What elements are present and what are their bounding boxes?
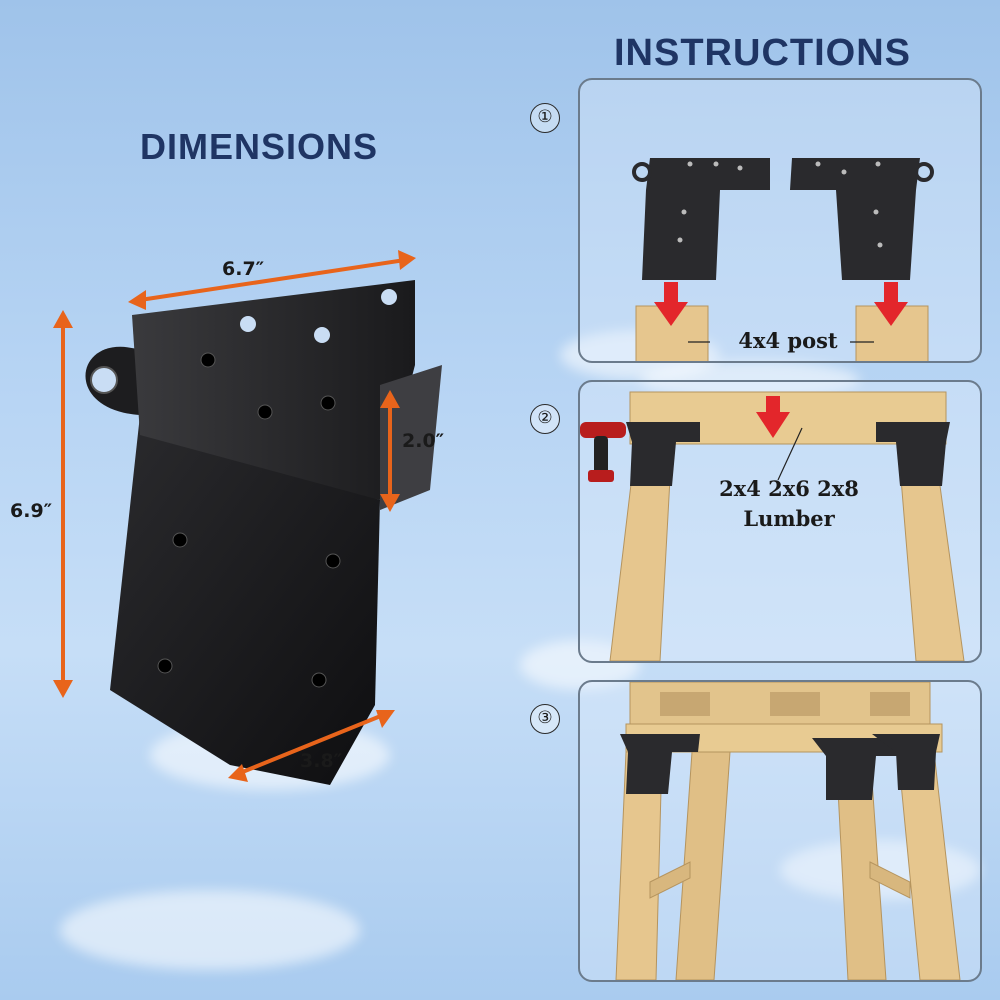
bracket-top-flange <box>132 280 415 500</box>
bracket-illustration <box>53 250 442 785</box>
drill-icon <box>580 422 626 482</box>
height-dimension-arrow <box>53 310 73 698</box>
depth-dimension-arrow <box>228 710 395 782</box>
hanging-loop <box>85 346 140 415</box>
step-2-panel: 2x4 2x6 2x8 Lumber <box>578 380 982 663</box>
bracket-body <box>110 415 380 785</box>
flange-dimension-arrow <box>380 390 400 512</box>
step-3-panel <box>578 680 982 982</box>
step-1-number: ① <box>530 103 560 133</box>
depth-label: 3.8″ <box>300 750 343 772</box>
body-holes <box>157 352 341 688</box>
cloud <box>60 890 360 970</box>
flange-holes <box>240 289 397 343</box>
dimensions-title: DIMENSIONS <box>140 126 379 167</box>
step-2-label-line2: Lumber <box>743 506 835 531</box>
step-2-illustration <box>580 391 965 661</box>
step-3-illustration <box>615 682 961 980</box>
step-1-label: 4x4 post <box>738 328 838 353</box>
height-label: 6.9″ <box>10 500 53 522</box>
step-2-label-line1: 2x4 2x6 2x8 <box>719 476 859 501</box>
step-3-number: ③ <box>530 704 560 734</box>
width-dimension-arrow <box>128 250 416 310</box>
step-1-panel: 4x4 post <box>578 78 982 363</box>
flange-label: 2.0″ <box>402 430 445 452</box>
width-label: 6.7″ <box>222 258 265 280</box>
instructions-title: INSTRUCTIONS <box>614 32 911 74</box>
step-1-illustration <box>632 158 934 361</box>
step-2-number: ② <box>530 404 560 434</box>
